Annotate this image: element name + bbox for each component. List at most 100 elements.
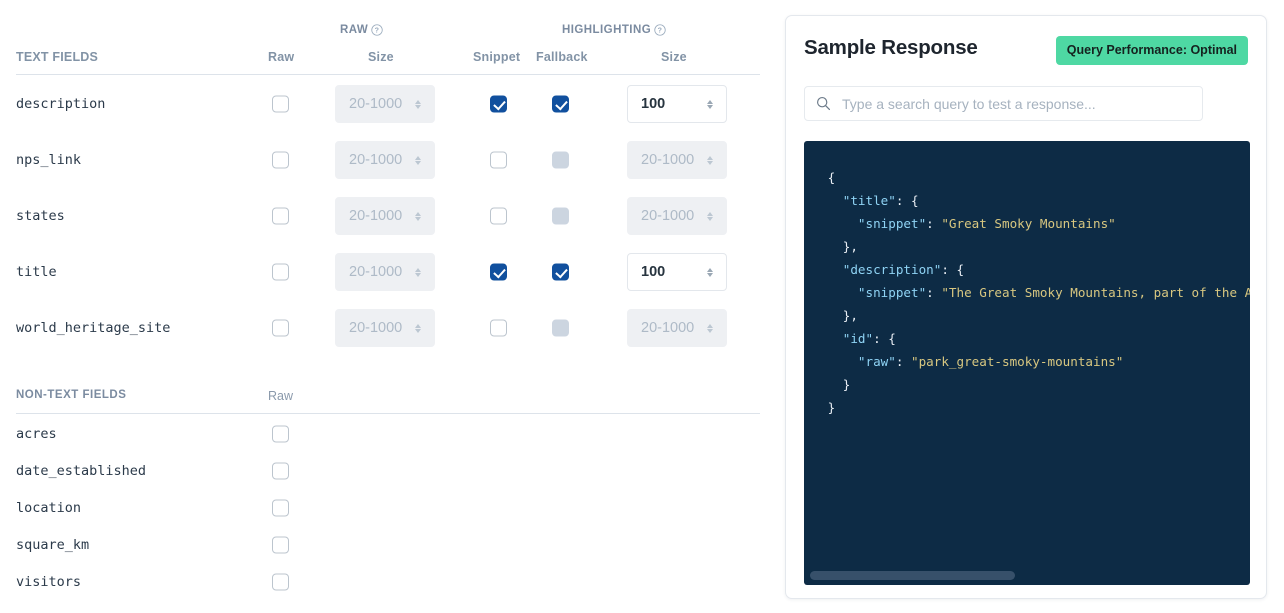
raw-checkbox[interactable]: [272, 425, 289, 442]
search-icon: [816, 96, 831, 111]
highlight-size-input-stepper[interactable]: [700, 267, 720, 277]
field-name-label: title: [16, 264, 57, 280]
highlight-size-input-stepper[interactable]: [700, 155, 720, 165]
raw-size-input-value: 20-1000: [349, 152, 403, 168]
raw-checkbox[interactable]: [272, 462, 289, 479]
snippet-checkbox[interactable]: [490, 263, 507, 281]
table-row: square_km: [0, 526, 770, 563]
raw-checkbox[interactable]: [272, 151, 289, 169]
column-header-nontext-raw: Raw: [268, 389, 294, 403]
fallback-checkbox[interactable]: [552, 151, 569, 169]
field-name-label: nps_link: [16, 152, 82, 168]
highlight-size-input[interactable]: 100: [627, 85, 727, 123]
highlight-size-input-value: 20-1000: [641, 152, 695, 168]
json-response-code: { "title": { "snippet": "Great Smoky Mou…: [827, 169, 1250, 415]
group-header-highlighting-label: HIGHLIGHTING: [562, 24, 652, 36]
table-row: world_heritage_site 20-1000 20-1000: [0, 300, 770, 356]
field-name-label: visitors: [16, 573, 82, 590]
raw-checkbox[interactable]: [272, 207, 289, 225]
column-header-highlight-size: Size: [661, 50, 687, 64]
group-header-raw: RAW ?: [340, 24, 383, 36]
table-row: visitors: [0, 563, 770, 600]
group-header-highlighting: HIGHLIGHTING ?: [562, 24, 666, 36]
nontext-fields-divider: [16, 413, 760, 414]
highlight-size-input: 20-1000: [627, 141, 727, 179]
highlight-size-input-stepper[interactable]: [700, 323, 720, 333]
json-response-viewer[interactable]: { "title": { "snippet": "Great Smoky Mou…: [804, 141, 1250, 585]
group-header-row: RAW ? HIGHLIGHTING ?: [0, 24, 760, 40]
column-header-raw-size: Size: [368, 50, 394, 64]
fallback-checkbox[interactable]: [552, 207, 569, 225]
fallback-checkbox[interactable]: [552, 319, 569, 337]
raw-size-input-stepper[interactable]: [408, 99, 428, 109]
table-row: acres: [0, 415, 770, 452]
field-settings-panel: RAW ? HIGHLIGHTING ? TEX: [0, 0, 776, 613]
raw-size-input-stepper[interactable]: [408, 267, 428, 277]
column-header-raw: Raw: [268, 50, 295, 64]
search-bar[interactable]: [804, 86, 1203, 121]
text-fields-divider: [16, 74, 760, 75]
table-row: nps_link 20-1000 20-1000: [0, 132, 770, 188]
snippet-checkbox[interactable]: [490, 319, 507, 337]
text-fields-column-headers: TEXT FIELDS Raw Size Snippet Fallback Si…: [0, 50, 770, 68]
raw-size-input: 20-1000: [335, 253, 435, 291]
column-header-text-fields: TEXT FIELDS: [16, 50, 99, 64]
question-circle-icon[interactable]: ?: [371, 24, 383, 36]
highlight-size-input-stepper[interactable]: [700, 99, 720, 109]
field-name-label: states: [16, 208, 65, 224]
raw-checkbox[interactable]: [272, 95, 289, 113]
field-name-label: location: [16, 499, 82, 516]
table-row: title 20-1000 100: [0, 244, 770, 300]
raw-checkbox[interactable]: [272, 536, 289, 553]
field-name-label: date_established: [16, 462, 147, 479]
field-name-label: world_heritage_site: [16, 320, 171, 336]
raw-size-input: 20-1000: [335, 85, 435, 123]
raw-checkbox[interactable]: [272, 263, 289, 281]
highlight-size-input[interactable]: 100: [627, 253, 727, 291]
raw-size-input-value: 20-1000: [349, 96, 403, 112]
highlight-size-input-value: 100: [641, 264, 666, 280]
highlight-size-input-value: 100: [641, 96, 666, 112]
raw-size-input-stepper[interactable]: [408, 155, 428, 165]
column-header-fallback: Fallback: [536, 50, 588, 64]
horizontal-scrollbar[interactable]: [810, 571, 1016, 580]
snippet-checkbox[interactable]: [490, 207, 507, 225]
highlight-size-input-value: 20-1000: [641, 320, 695, 336]
raw-size-input-value: 20-1000: [349, 320, 403, 336]
raw-size-input-value: 20-1000: [349, 208, 403, 224]
snippet-checkbox[interactable]: [490, 95, 507, 113]
highlight-size-input: 20-1000: [627, 309, 727, 347]
fallback-checkbox[interactable]: [552, 263, 569, 281]
raw-size-input: 20-1000: [335, 309, 435, 347]
svg-text:?: ?: [658, 27, 663, 35]
group-header-raw-label: RAW: [340, 24, 369, 36]
search-input[interactable]: [840, 94, 1191, 113]
field-name-label: acres: [16, 425, 57, 442]
nontext-fields-column-headers: NON-TEXT FIELDS Raw: [0, 389, 770, 407]
table-row: location: [0, 489, 770, 526]
raw-size-input-stepper[interactable]: [408, 211, 428, 221]
highlight-size-input: 20-1000: [627, 197, 727, 235]
table-row: states 20-1000 20-1000: [0, 188, 770, 244]
raw-size-input-stepper[interactable]: [408, 323, 428, 333]
raw-checkbox[interactable]: [272, 319, 289, 337]
raw-checkbox[interactable]: [272, 499, 289, 516]
question-circle-icon[interactable]: ?: [654, 24, 666, 36]
raw-size-input: 20-1000: [335, 197, 435, 235]
raw-size-input-value: 20-1000: [349, 264, 403, 280]
highlight-size-input-value: 20-1000: [641, 208, 695, 224]
fallback-checkbox[interactable]: [552, 95, 569, 113]
status-badge: Query Performance: Optimal: [1055, 36, 1248, 65]
raw-checkbox[interactable]: [272, 573, 289, 590]
svg-text:?: ?: [375, 27, 380, 35]
column-header-nontext-fields: NON-TEXT FIELDS: [16, 389, 127, 401]
snippet-checkbox[interactable]: [490, 151, 507, 169]
raw-size-input: 20-1000: [335, 141, 435, 179]
column-header-snippet: Snippet: [473, 50, 521, 64]
sample-response-panel: Sample Response Query Performance: Optim…: [785, 15, 1267, 599]
page-title: Sample Response: [804, 36, 978, 59]
field-name-label: square_km: [16, 536, 90, 553]
highlight-size-input-stepper[interactable]: [700, 211, 720, 221]
